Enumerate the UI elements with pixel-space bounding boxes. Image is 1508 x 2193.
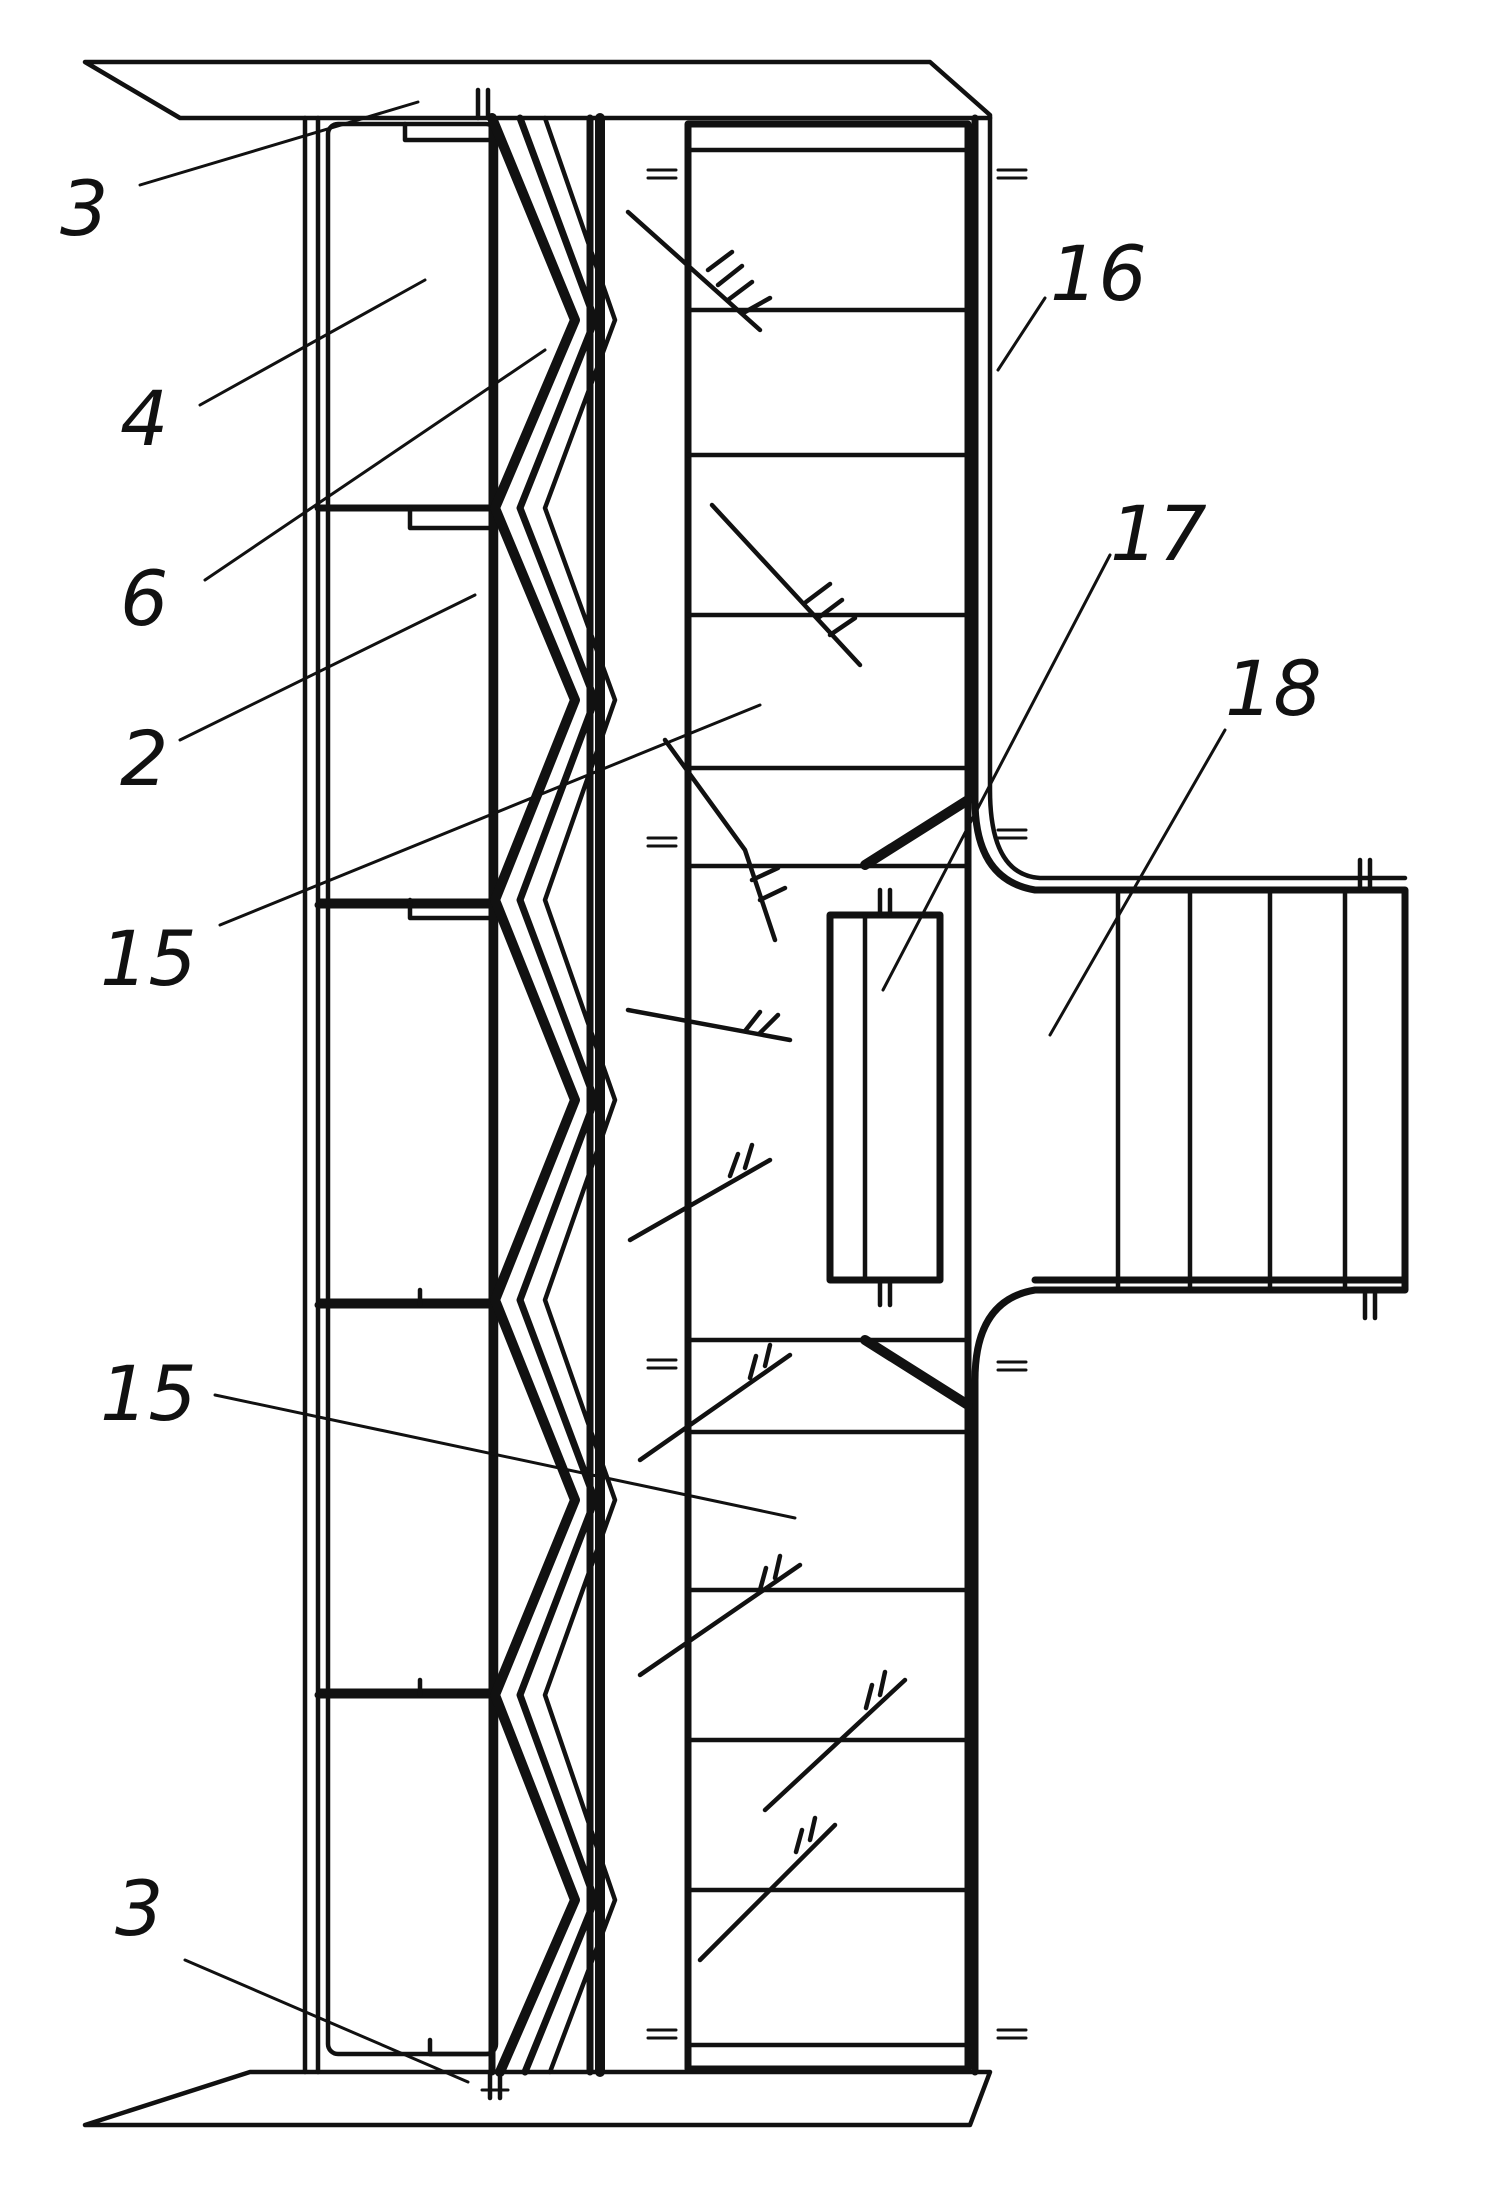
bottom-cover-plate <box>82 2069 993 2128</box>
left-housing <box>302 115 499 2075</box>
label-18: 18 <box>1225 644 1322 733</box>
label-16: 16 <box>1050 229 1147 318</box>
insert-element <box>826 887 944 1308</box>
label-3-bottom: 3 <box>115 1864 163 1953</box>
pipe-fitting-top <box>475 87 491 121</box>
top-cover-plate <box>82 59 993 121</box>
label-4: 4 <box>120 374 168 463</box>
branch-pipe <box>1031 857 1409 1321</box>
right-housing <box>971 114 1409 2076</box>
flange-marks <box>646 168 1028 2040</box>
reference-labels: 3 4 6 2 15 15 3 16 17 18 <box>60 164 1322 1953</box>
pipe-fitting-bottom <box>480 2069 510 2101</box>
zigzag-filter <box>487 113 618 2077</box>
label-17: 17 <box>1110 489 1207 578</box>
leader-lines <box>138 100 1227 2084</box>
flow-arrows <box>625 209 908 1963</box>
label-15-upper: 15 <box>100 914 197 1003</box>
cassette-column <box>684 120 973 2073</box>
label-6: 6 <box>120 554 168 643</box>
label-15-lower: 15 <box>100 1349 197 1438</box>
label-2: 2 <box>120 714 168 803</box>
label-3-top: 3 <box>60 164 108 253</box>
